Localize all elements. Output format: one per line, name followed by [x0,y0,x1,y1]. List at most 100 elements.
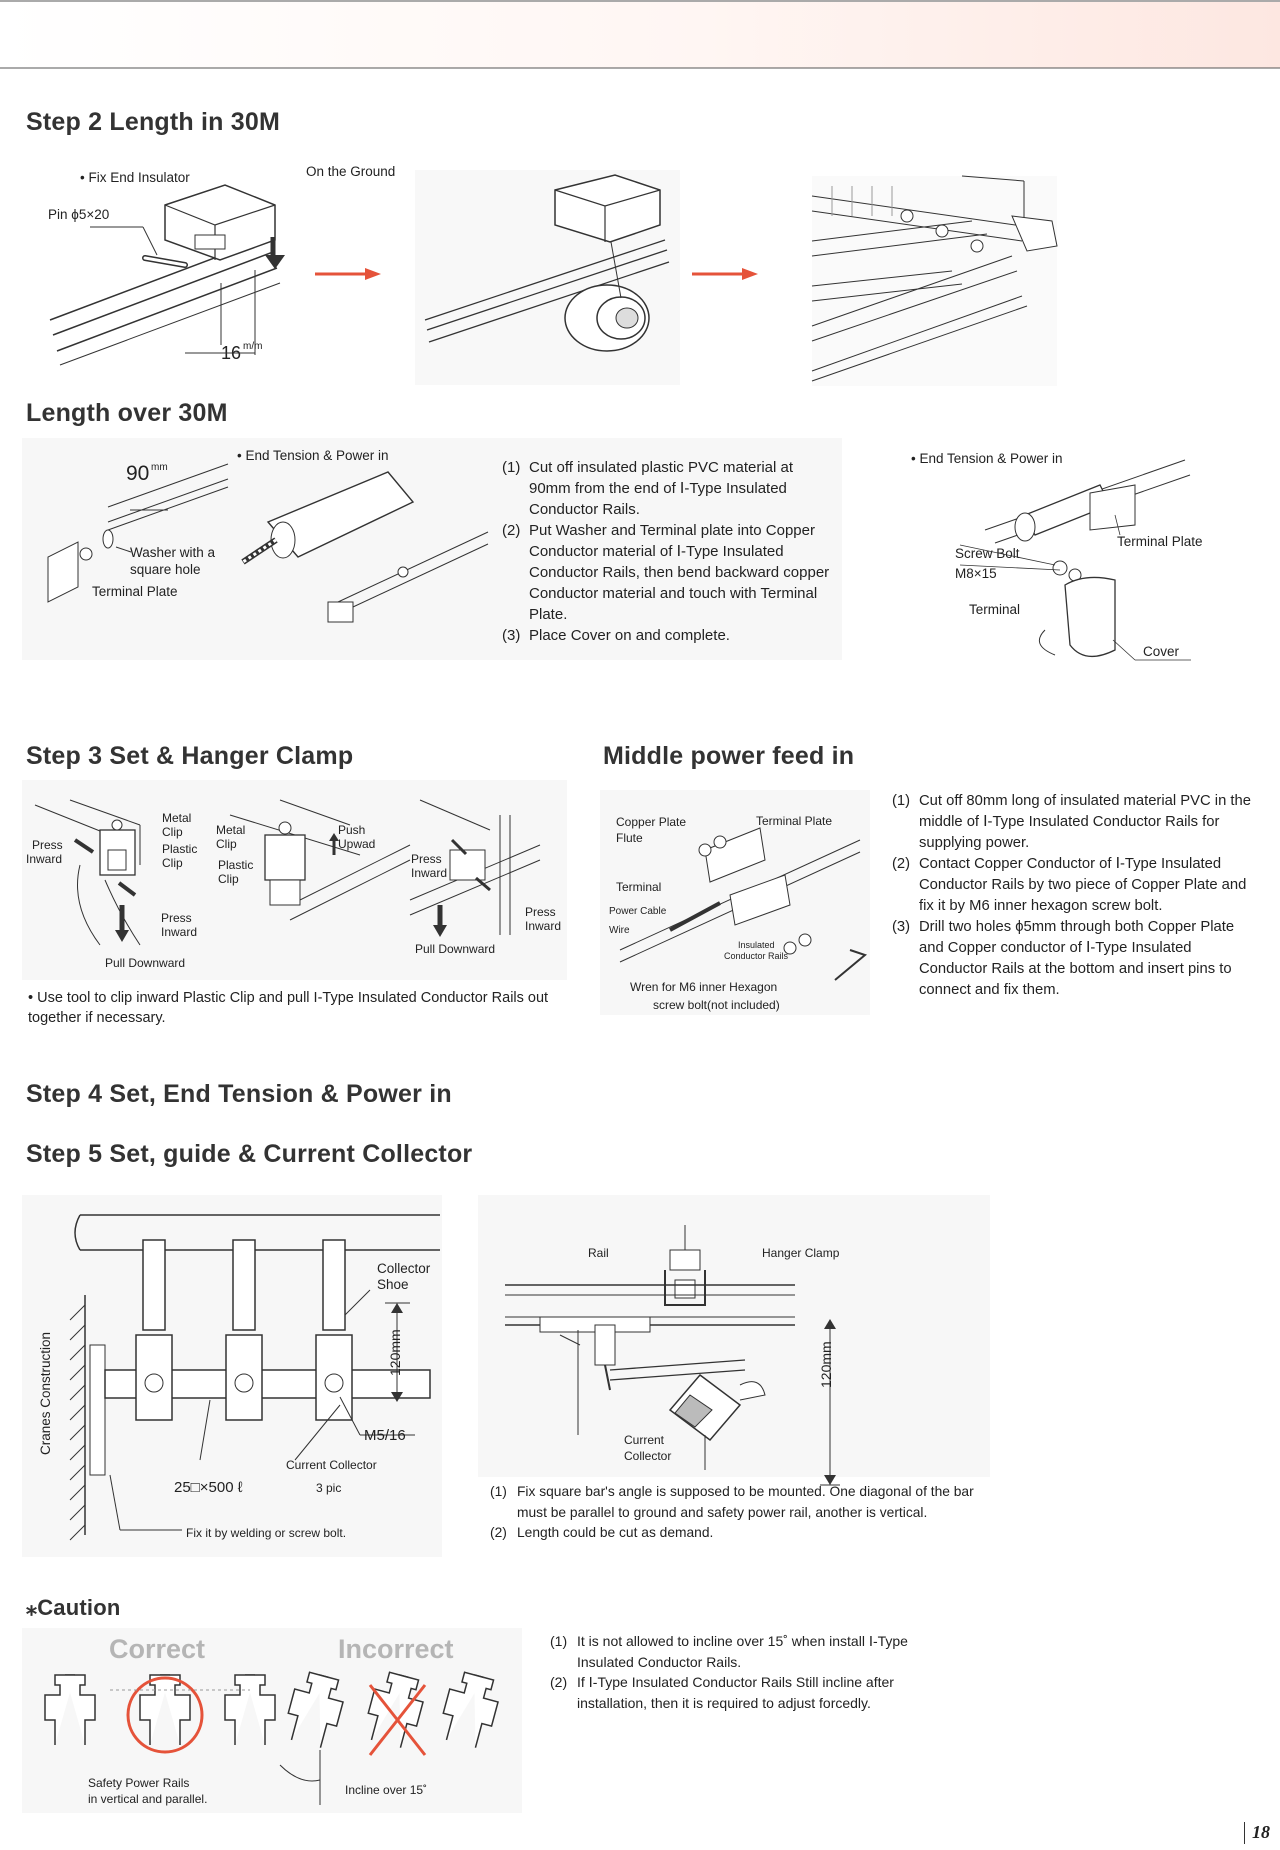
rail-correct-1 [44,1674,96,1745]
s5-hanger-clamp: Hanger Clamp [762,1246,840,1260]
caution-figure [44,1671,499,1805]
rail-incorrect-3 [442,1671,499,1748]
step-num: (3) [502,627,521,644]
step3-fig1-metal-clip-2: Clip [162,825,183,839]
mp-wren-2: screw bolt(not included) [653,998,780,1012]
mp-insulated-2: Conductor Rails [724,951,789,961]
step-num: (1) [550,1633,568,1649]
heading-length-over: Length over 30M [26,399,228,427]
caution-correct: Correct [109,1634,206,1664]
step3-fig2-push-upwad-2: Upwad [338,837,376,851]
step3-figure-2 [229,799,411,921]
step-text: Drill two holes ϕ5mm through both Copper… [919,919,1235,998]
step3-fig3-press-inward2-2: Inward [525,919,562,933]
arrow-right-1 [315,268,381,280]
caution-incorrect: Incorrect [338,1634,454,1664]
mp-terminal-plate: Terminal Plate [756,814,833,828]
step-text: Place Cover on and complete. [529,627,730,644]
rail-incorrect-1 [287,1671,344,1748]
step3-fig1-press-inward2-1: Press [161,911,192,925]
caution-safety-2: in vertical and parallel. [88,1792,208,1806]
collector-3 [315,1239,353,1421]
step-num: (1) [502,459,521,476]
s5-m5-16: M5/16 [364,1427,406,1444]
label-washer-1: Washer with a [130,545,216,560]
s5-cranes-construction: Cranes Construction [38,1331,53,1455]
s5-current-collector: Current Collector [286,1458,377,1472]
step3-figure-3 [409,799,541,937]
step5-figure-left [69,1214,440,1541]
top-band [0,0,1280,70]
step5-steps: (1)Fix square bar's angle is supposed to… [490,1482,990,1544]
mp-power-cable-1: Power Cable [609,906,667,917]
step3-fig2-plastic-clip-1: Plastic [218,858,254,872]
s5-rail: Rail [588,1246,609,1260]
step3-fig3-press-inward2-1: Press [525,905,556,919]
mp-power-cable-2: Wire [609,925,630,936]
step2-figure-on-ground [415,170,680,385]
label-on-the-ground: On the Ground [306,164,396,179]
step3-fig1-plastic-clip-2: Clip [162,856,183,870]
mp-copper-plate-2: Flute [616,831,643,845]
label-pin: Pin ϕ5×20 [48,207,110,222]
arrow-right-2 [692,268,758,280]
step3-figure-1 [34,799,141,946]
list-item: (1)It is not allowed to incline over 15˚… [550,1631,915,1672]
step-text: Put Washer and Terminal plate into Coppe… [529,522,830,623]
step3-fig1-press-inward-2: Inward [26,852,63,866]
length-over-steps: (1) Cut off insulated plastic PVC materia… [502,457,832,646]
list-item: (3) Drill two holes ϕ5mm through both Cop… [892,917,1257,1001]
length-over-figure-right [959,459,1191,661]
s5-dim-120: 120mm [387,1329,403,1376]
collector-2 [225,1239,263,1421]
step-text: Cut off insulated plastic PVC material a… [529,459,794,518]
label-dim-90-unit: mm [151,462,168,473]
heading-step3: Step 3 Set & Hanger Clamp [26,742,354,770]
list-item: (1) Cut off insulated plastic PVC materia… [502,457,832,520]
step-num: (1) [490,1484,507,1499]
mp-terminal: Terminal [616,880,662,894]
list-item: (3) Place Cover on and complete. [502,625,832,646]
rail-correct-3 [224,1674,276,1745]
heading-middle-power: Middle power feed in [603,742,855,770]
step3-fig2-metal-clip-1: Metal [216,823,246,837]
list-item: (2)Put Washer and Terminal plate into Co… [502,520,832,625]
list-item: (1)Fix square bar's angle is supposed to… [490,1482,990,1523]
list-item: (2)If Ⅰ-Type Insulated Conductor Rails S… [550,1672,915,1713]
middle-power-steps: (1)Cut off 80mm long of insulated materi… [892,791,1257,1001]
label-end-tension-right: • End Tension & Power in [911,451,1063,466]
heading-step5: Step 5 Set, guide & Current Collector [26,1140,473,1168]
step-num: (2) [490,1525,507,1540]
step3-fig1-press-inward2-2: Inward [161,925,198,939]
step-num: (2) [550,1674,568,1690]
step3-fig2-metal-clip-2: Clip [216,837,237,851]
page-number: 18 [1252,1822,1270,1842]
label-terminal-plate-left: Terminal Plate [92,584,178,599]
rail-incorrect-2 [367,1671,424,1748]
label-end-tension-left: • End Tension & Power in [237,448,389,463]
step2-figure-assembled [811,175,1058,386]
top-band-graphic [0,0,1280,69]
step-text: Length could be cut as demand. [517,1525,714,1540]
correct-circle [126,1676,204,1754]
collector-1 [135,1239,173,1421]
mp-insulated-1: Insulated [738,940,775,950]
step-text: Contact Copper Conductor of Ⅰ-Type Insul… [919,856,1247,914]
label-fix-end-insulator: • Fix End Insulator [80,170,190,185]
length-over-figure-left [47,463,489,623]
s5-pic: 3 pic [316,1481,342,1495]
label-washer-2: square hole [130,562,201,577]
list-item: (2) Length could be cut as demand. [490,1523,990,1544]
step3-fig2-plastic-clip-2: Clip [218,872,239,886]
label-screw-bolt-2: M8×15 [955,566,997,581]
step3-fig1-pull-downward: Pull Downward [105,956,186,970]
s5-current-collector-right-2: Collector [624,1449,672,1463]
s5-dim-120-right: 120mm [818,1341,834,1388]
heading-caution: ⁎Caution [26,1595,121,1620]
s5-collector-shoe-1: Collector [377,1261,431,1276]
list-item: (1)Cut off 80mm long of insulated materi… [892,791,1257,854]
mp-wren-1: Wren for M6 inner Hexagon [630,980,778,994]
step-num: (3) [892,919,911,935]
step-num: (1) [892,793,911,809]
s5-collector-shoe-2: Shoe [377,1277,409,1292]
